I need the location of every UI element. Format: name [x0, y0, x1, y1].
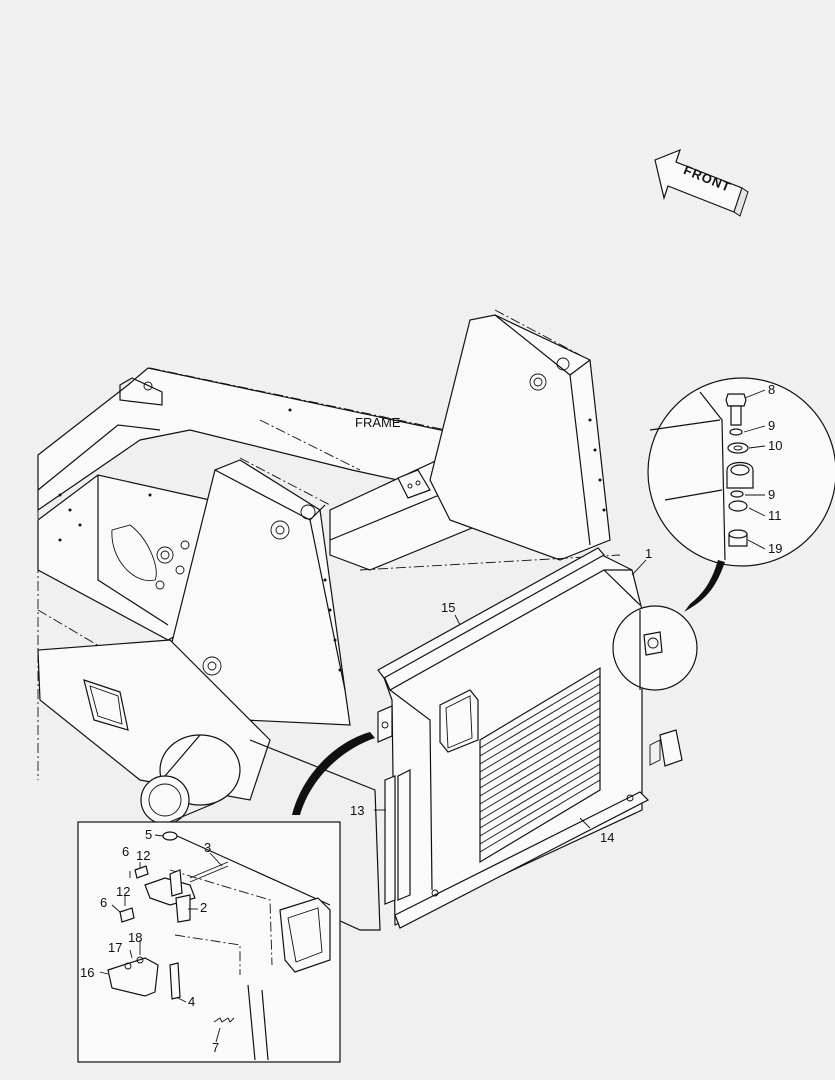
pointer-arrow-top	[684, 560, 725, 612]
callout-14: 14	[600, 830, 614, 845]
callout-3: 3	[204, 840, 211, 855]
callout-numbers: 1 15 13 14 8 9 10 9 11 19 5 3 6 12 12 6 …	[80, 382, 782, 1055]
cover-panel	[377, 547, 683, 929]
callout-11: 11	[768, 508, 782, 523]
callout-9b: 9	[768, 487, 775, 502]
callout-1: 1	[645, 546, 652, 561]
callout-5: 5	[145, 827, 152, 842]
callout-12a: 12	[136, 848, 150, 863]
pointer-arrow-bottom	[292, 732, 375, 815]
louver-grille	[479, 666, 601, 864]
small-detail-circle	[612, 605, 698, 691]
panel-hinge	[377, 705, 393, 743]
callout-10: 10	[768, 438, 782, 453]
hinge-inset	[77, 821, 341, 1063]
callout-15: 15	[441, 600, 455, 615]
callout-12b: 12	[116, 884, 130, 899]
front-arrow-icon: FRONT	[654, 148, 749, 217]
callout-8: 8	[768, 382, 775, 397]
callout-19: 19	[768, 541, 782, 556]
callout-17: 17	[108, 940, 122, 955]
callout-2: 2	[200, 900, 207, 915]
callout-6b: 6	[100, 895, 107, 910]
bolt-detail-circle	[647, 377, 835, 567]
callout-13: 13	[350, 803, 364, 818]
leader-lines	[99, 389, 766, 1043]
callout-4: 4	[188, 994, 195, 1009]
main-frame: FRAME	[37, 309, 621, 931]
frame-label: FRAME	[355, 415, 401, 430]
callout-9a: 9	[768, 418, 775, 433]
callout-18: 18	[128, 930, 142, 945]
callout-6a: 6	[122, 844, 129, 859]
callout-16: 16	[80, 965, 94, 980]
callout-7: 7	[212, 1040, 219, 1055]
